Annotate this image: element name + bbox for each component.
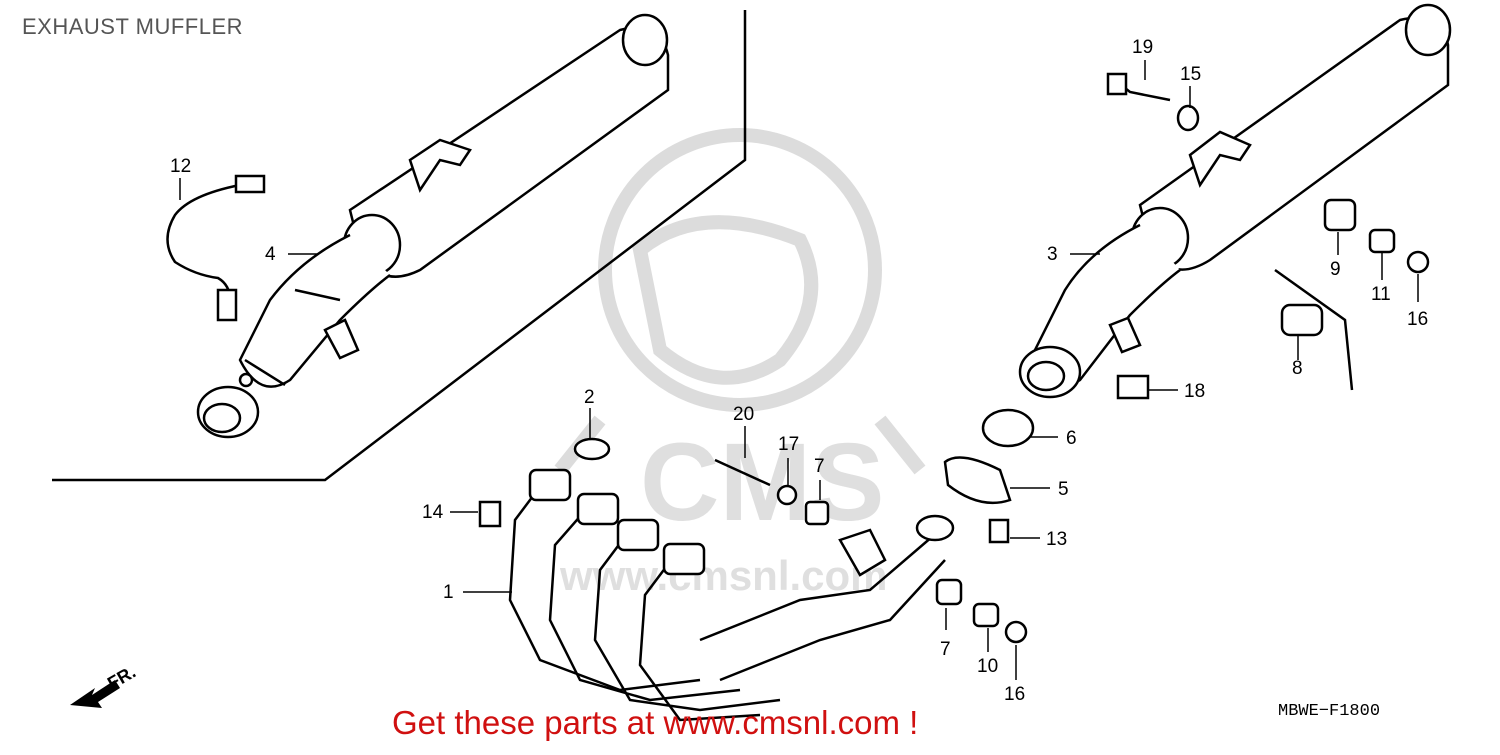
callout-20: 20	[733, 404, 754, 425]
left-muffler-frame	[52, 10, 747, 482]
diagram-title: EXHAUST MUFFLER	[22, 14, 244, 39]
callout-11: 11	[1371, 284, 1391, 305]
callout-15: 15	[1180, 64, 1201, 85]
callout-14: 14	[422, 502, 444, 523]
callouts: 1 2 3 4 5 6 7 7 8 9 10 11 12 13 14 15 16…	[170, 37, 1428, 705]
leader-lines	[179, 60, 1419, 680]
right-muffler-3	[1018, 3, 1452, 399]
callout-3: 3	[1047, 244, 1058, 265]
callout-19: 19	[1132, 37, 1153, 58]
cms-watermark: CMS www.cmsnl.com	[554, 128, 926, 599]
callout-18: 18	[1184, 381, 1205, 402]
exhaust-header-1	[508, 468, 955, 722]
callout-7-lower: 7	[940, 639, 951, 660]
callout-2: 2	[584, 387, 595, 408]
callout-9: 9	[1330, 259, 1341, 280]
callout-16-right: 16	[1407, 309, 1428, 330]
callout-13: 13	[1046, 529, 1067, 550]
right-small-parts	[478, 72, 1430, 644]
left-muffler-4	[196, 13, 670, 439]
front-direction-arrow: FR.	[70, 662, 139, 708]
callout-17: 17	[778, 434, 799, 455]
callout-10: 10	[977, 656, 998, 677]
promo-link[interactable]: Get these parts at www.cmsnl.com !	[392, 704, 919, 741]
callout-6: 6	[1066, 428, 1077, 449]
watermark-url: www.cmsnl.com	[559, 552, 888, 599]
o2-sensor-12	[166, 174, 266, 322]
callout-8: 8	[1292, 358, 1303, 379]
callout-16-lower: 16	[1004, 684, 1025, 705]
callout-12: 12	[170, 156, 191, 177]
callout-4: 4	[265, 244, 276, 265]
callout-5: 5	[1058, 479, 1069, 500]
callout-1: 1	[443, 582, 454, 603]
callout-7-upper: 7	[814, 456, 825, 477]
diagram-code: MBWE−F1800	[1278, 702, 1381, 721]
